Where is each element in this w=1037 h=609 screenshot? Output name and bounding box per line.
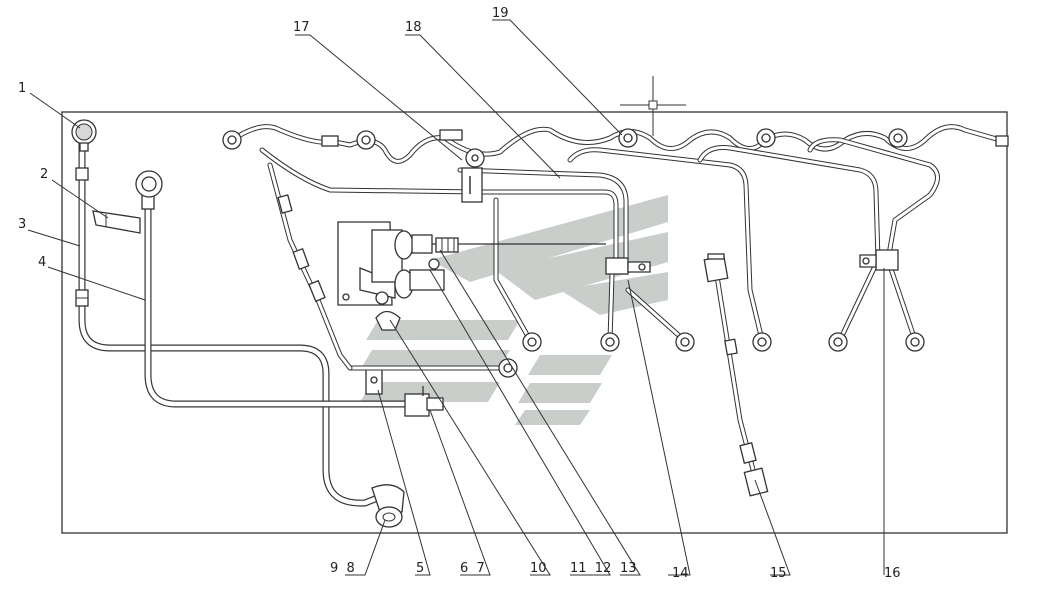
- label-18: 18: [405, 20, 422, 35]
- label-16: 16: [884, 566, 901, 581]
- label-1: 1: [18, 81, 26, 96]
- label-15: 15: [770, 566, 787, 581]
- label-10: 10: [530, 561, 547, 576]
- part-14-clamp: [605, 257, 651, 275]
- pipe-4: [141, 192, 424, 408]
- part-labels: 1 2 3 4 9 8 5 6 7 10 11 12 13 14 15 16 1…: [18, 6, 901, 581]
- part-15-pipe: [703, 253, 769, 497]
- pipe-5-branch: [347, 358, 518, 378]
- injector-nuts-bottom: [522, 332, 925, 352]
- part-5-clamp: [365, 367, 383, 395]
- fuel-pump-assembly: [337, 221, 606, 331]
- label-3: 3: [18, 217, 26, 232]
- label-11-12: 11 12: [570, 561, 611, 576]
- watermark-logo: [360, 195, 668, 425]
- label-6-7: 6 7: [460, 561, 485, 576]
- label-5: 5: [416, 561, 424, 576]
- banjo-fitting: [135, 170, 163, 198]
- label-9-8: 9 8: [330, 561, 355, 576]
- label-19: 19: [492, 6, 509, 21]
- injector-nuts-top: [222, 128, 908, 150]
- part-6-7-valve: [404, 386, 444, 417]
- crosshair-mark: [620, 76, 686, 136]
- leader-lines: [27, 19, 885, 576]
- part-8-9-elbow: [371, 484, 405, 528]
- injector-lines: [493, 197, 687, 343]
- pipe-3: [75, 136, 384, 507]
- label-17: 17: [293, 20, 310, 35]
- return-line-second: [259, 137, 940, 343]
- mounting-frame: [61, 111, 1008, 534]
- label-4: 4: [38, 255, 46, 270]
- part-2-bracket: [92, 210, 141, 234]
- part-16-clamp: [859, 249, 899, 271]
- label-2: 2: [40, 167, 48, 182]
- label-14: 14: [672, 566, 689, 581]
- pipe-10: [267, 162, 353, 371]
- label-13: 13: [620, 561, 637, 576]
- top-clamp: [461, 148, 485, 203]
